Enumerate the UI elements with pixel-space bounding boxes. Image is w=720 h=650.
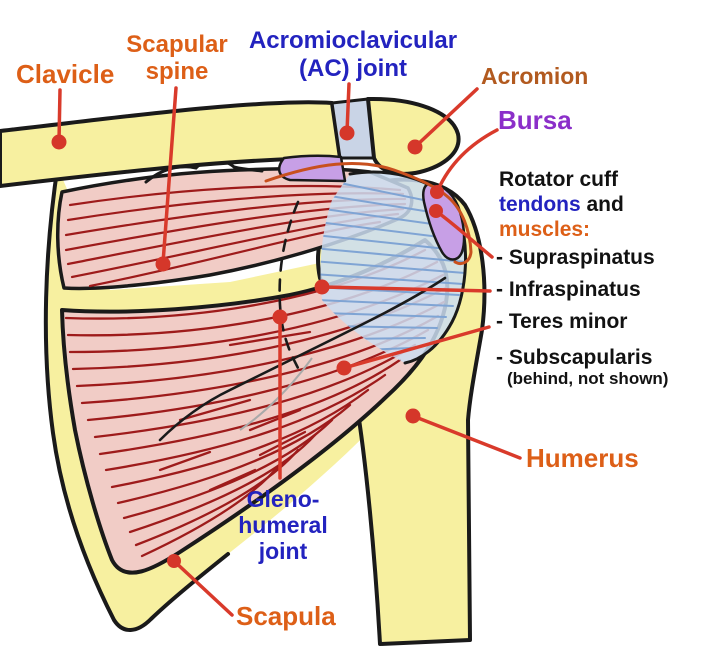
rotator-heading-and: and (580, 193, 624, 216)
list-item-supraspinatus: - Supraspinatus (496, 246, 655, 269)
list-item-subscapularis: - Subscapularis (496, 346, 653, 369)
clavicle-dot (51, 134, 67, 150)
scapula-dot (167, 554, 181, 568)
rotator-heading-tendons: tendons (499, 193, 581, 216)
rotator-cuff-heading: Rotator cuff tendons and muscles: (499, 167, 624, 242)
rotator-heading-line1: Rotator cuff (499, 168, 618, 191)
scapular-spine-dot (155, 256, 171, 272)
scapular-spine-label-line2: spine (145, 58, 209, 85)
leader-dots (51, 125, 444, 568)
list-item-subscapularis-note: (behind, not shown) (507, 369, 669, 388)
rotator-heading-line2: tendons and (499, 192, 624, 217)
infraspinatus-dot (314, 279, 330, 295)
humerus-leader-line (411, 414, 522, 460)
acromion-leader-line (414, 87, 479, 148)
clavicle-shape (0, 100, 342, 188)
joint-capsule-faint-line (239, 357, 313, 431)
clavicle-label: Clavicle (16, 59, 115, 89)
bursa-leader-line (436, 128, 499, 192)
humerus-label: Humerus (526, 443, 639, 473)
ac-joint-label-line1: Acromioclavicular (248, 27, 458, 54)
list-item-infraspinatus: - Infraspinatus (496, 278, 641, 301)
scapula-outline (43, 162, 230, 632)
tendon-margin-curve (264, 162, 473, 266)
scapula-label: Scapula (236, 601, 336, 631)
infraspinatus-leader-line (321, 285, 492, 293)
scapular-spine-leader-line (161, 86, 178, 265)
teres-minor-leader-line (342, 325, 491, 370)
glenohumeral-label-line3: joint (258, 538, 308, 564)
humerus-dot (405, 408, 421, 424)
glenohumeral-joint-label: Gleno- humeral joint (233, 486, 333, 564)
list-item-teres-minor: - Teres minor (496, 310, 628, 333)
scapular-spine-label-line1: Scapular (126, 31, 228, 58)
rotator-heading-muscles: muscles: (499, 218, 591, 241)
glenohumeral-label-line1: Gleno- (246, 486, 320, 512)
acromion-label: Acromion (481, 63, 589, 89)
scapular-spine-label: Scapular spine (116, 31, 238, 85)
teres-minor-boundary-line (158, 276, 447, 442)
glenohumeral-dot (272, 309, 288, 325)
acromion-shape (366, 96, 461, 176)
leader-lines (57, 82, 522, 617)
acromion-dot (407, 139, 423, 155)
teres-minor-dot (336, 360, 352, 376)
bursa-label: Bursa (498, 105, 572, 135)
ac-joint-dot (339, 125, 355, 141)
bursa-dot (430, 185, 444, 199)
ac-joint-label-line2: (AC) joint (299, 55, 407, 82)
glenohumeral-label-line2: humeral (238, 512, 328, 538)
clavicle-leader-line (57, 88, 62, 143)
scapula-leader-line (172, 559, 234, 617)
ac-joint-label: Acromioclavicular (AC) joint (240, 27, 466, 83)
glenohumeral-joint-dashed-line (278, 200, 302, 374)
ac-joint-leader-line (345, 82, 351, 134)
supraspinatus-dot (429, 204, 443, 218)
